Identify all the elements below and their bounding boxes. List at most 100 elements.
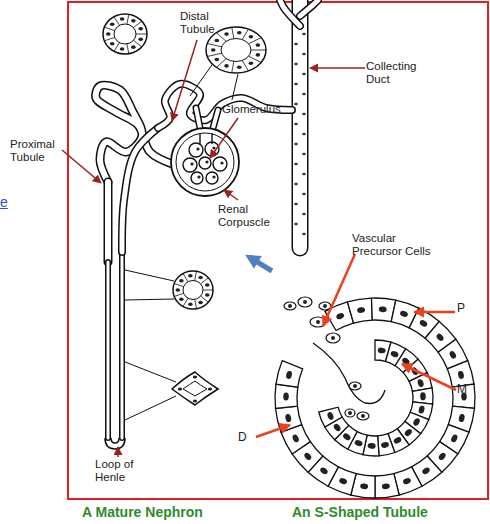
cell-wall (183, 298, 188, 306)
section-guide (125, 396, 176, 420)
capillary-nucleus (212, 146, 215, 149)
capillary-nucleus (190, 162, 193, 165)
duct-cell (294, 123, 298, 126)
section-lumen (221, 39, 251, 62)
cell-nucleus (188, 302, 193, 306)
cell-nucleus (208, 387, 212, 390)
cell-nucleus (138, 27, 143, 31)
capillary-nucleus (196, 147, 199, 150)
duct-cell (302, 113, 306, 116)
cell-nucleus (131, 45, 136, 49)
inner-cell-ring (319, 340, 433, 456)
section-guide (232, 74, 238, 100)
vascular-precursor-cell (345, 409, 355, 417)
epithelial-cell (276, 361, 303, 388)
capillary-loop (189, 143, 203, 157)
cell-wall (195, 271, 197, 280)
cell-nucleus (331, 336, 335, 340)
tube-lumen (107, 262, 110, 438)
cell-nucleus (224, 64, 229, 68)
collecting-duct (300, 0, 301, 248)
cell-wall (127, 14, 129, 24)
cell-wall (174, 293, 183, 296)
frame (68, 2, 488, 499)
section-lumen (183, 281, 203, 300)
cell-nucleus (205, 293, 210, 297)
cell-letter: P (457, 302, 465, 316)
capillary-loop (213, 157, 227, 171)
tube-wall (105, 262, 111, 438)
tube-lumen (196, 108, 200, 128)
development-arrow (249, 257, 272, 271)
tube-wall (292, 0, 309, 248)
cell-nucleus (303, 452, 312, 462)
epithelial-cell (275, 384, 298, 408)
cell-nucleus (288, 304, 292, 308)
cell-nucleus (179, 279, 184, 283)
cell-nucleus (316, 320, 320, 324)
leader-line (117, 447, 119, 457)
capillary-loop (183, 158, 197, 172)
cell-nucleus (361, 414, 365, 418)
duct-cell (294, 103, 298, 106)
cell-nucleus (193, 375, 197, 378)
section-wall (103, 14, 147, 54)
cell-nucleus (404, 428, 414, 438)
panel-caption: An S-Shaped Tubule (292, 504, 428, 520)
cell-nucleus (285, 413, 292, 422)
cell-nucleus (323, 304, 327, 308)
cell-nucleus (377, 347, 386, 354)
cropped-text: e (0, 194, 8, 210)
duct-cell (294, 43, 298, 46)
cell-wall (232, 27, 234, 38)
cell-nucleus (106, 32, 111, 36)
part-label: Distal Tubule (180, 10, 230, 36)
proximal-straight (108, 182, 109, 262)
tube-lumen (280, 0, 300, 26)
epithelial-cell (319, 407, 342, 427)
duct-cell (294, 163, 298, 166)
cell-nucleus (418, 405, 425, 414)
cell-wall (242, 29, 248, 39)
bowman-capsule-inner (176, 133, 234, 191)
cell-wall (104, 37, 114, 40)
duct-cell (302, 133, 306, 136)
cell-nucleus (138, 37, 143, 41)
cell-nucleus (458, 413, 465, 422)
duct-cell (302, 173, 306, 176)
pointer-arrow (414, 311, 455, 314)
cell-nucleus (421, 466, 431, 475)
vascular-precursor-cell (326, 333, 340, 343)
capillary-loop (206, 172, 218, 184)
tube-wall (122, 128, 158, 252)
cell-nucleus (435, 332, 445, 342)
section-wall (206, 27, 266, 73)
tube-wall (196, 108, 200, 128)
tube-wall (213, 110, 218, 128)
leader-line (224, 190, 238, 200)
section-lumen (114, 24, 136, 44)
cell-nucleus (367, 443, 375, 449)
drawing (96, 0, 475, 498)
section-guide (125, 270, 174, 281)
cell-nucleus (176, 288, 181, 292)
cell-nucleus (249, 35, 254, 39)
cell-wall (114, 43, 120, 52)
tube-lumen (293, 0, 307, 248)
part-label: Glomerulus (222, 103, 281, 116)
duct-cell (302, 213, 306, 216)
pointer-arrow (256, 425, 290, 437)
part-label: Collecting Duct (366, 60, 436, 86)
cell-nucleus (393, 436, 403, 445)
cell-nucleus (179, 297, 184, 301)
epithelial-cell (347, 298, 372, 323)
cell-nucleus (399, 310, 408, 318)
epithelial-cell (378, 434, 395, 456)
section-wall (173, 271, 213, 309)
tube-wall (300, 0, 318, 16)
tube-lumen (122, 128, 158, 252)
cell-nucleus (412, 417, 421, 427)
tube-wall (158, 84, 292, 128)
